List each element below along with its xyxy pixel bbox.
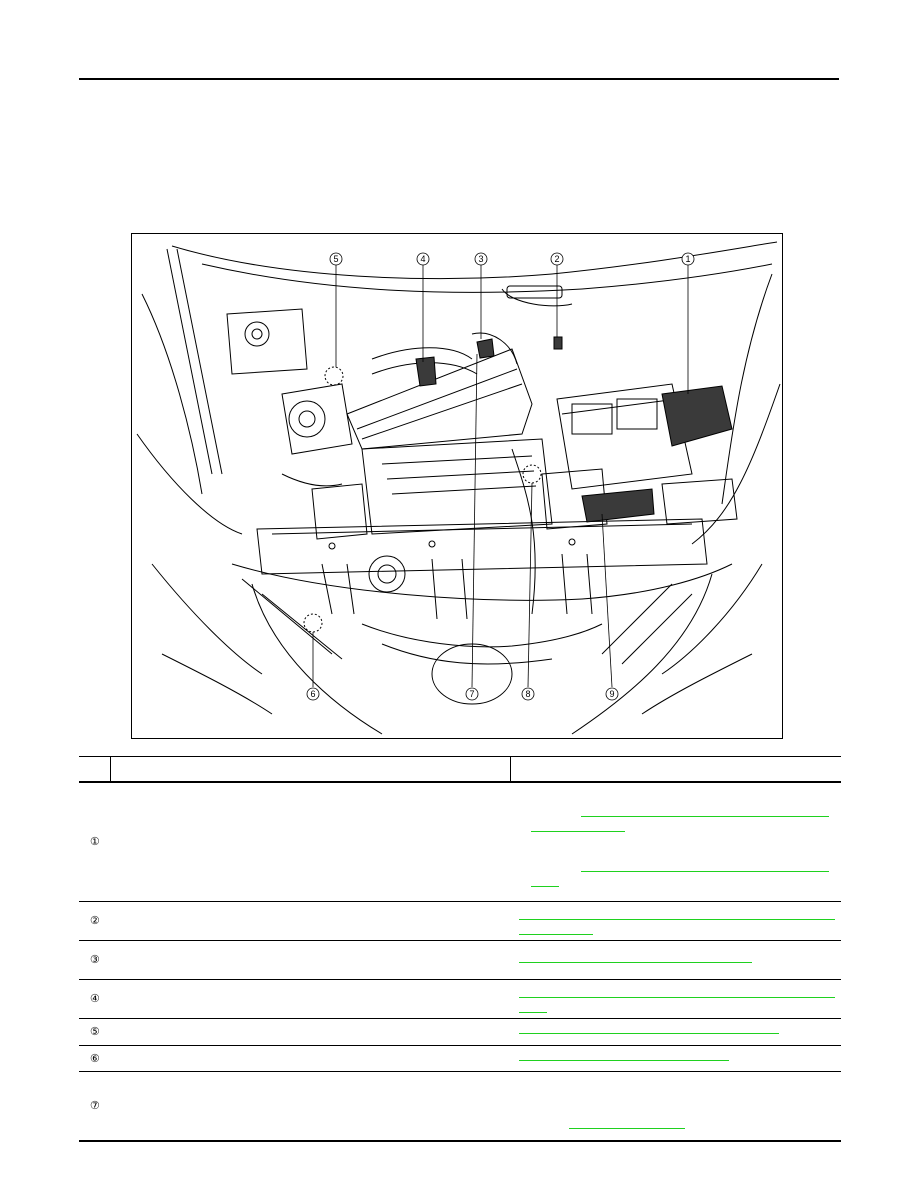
reference-link[interactable] xyxy=(518,918,835,920)
reference-link[interactable] xyxy=(518,933,593,935)
highlight-part-4 xyxy=(415,356,437,387)
callout-6: 6 xyxy=(310,689,315,699)
header-no xyxy=(79,756,111,783)
row-number: ⑦ xyxy=(79,1071,111,1142)
reference-link[interactable] xyxy=(530,830,625,832)
reference-cell xyxy=(510,979,841,1019)
row-number: ④ xyxy=(79,979,111,1019)
callout-9: 9 xyxy=(609,689,614,699)
reference-link[interactable] xyxy=(568,1127,685,1129)
engine-compartment-figure: 5 4 3 2 1 6 7 8 9 xyxy=(131,233,783,739)
reference-cell xyxy=(510,1045,841,1072)
header-component xyxy=(110,756,511,783)
component-cell xyxy=(110,782,511,902)
component-cell xyxy=(110,940,511,980)
component-cell xyxy=(110,1018,511,1046)
row-number: ① xyxy=(79,782,111,902)
header-rule xyxy=(79,78,839,80)
reference-cell xyxy=(510,782,841,902)
reference-cell xyxy=(510,1018,841,1046)
table-row: ③ xyxy=(79,940,841,980)
reference-link[interactable] xyxy=(518,1032,779,1034)
table-row: ② xyxy=(79,901,841,941)
component-cell xyxy=(110,1071,511,1142)
callout-5: 5 xyxy=(333,254,338,264)
component-cell xyxy=(110,979,511,1019)
table-row: ⑥ xyxy=(79,1045,841,1072)
row-number: ③ xyxy=(79,940,111,980)
reference-link[interactable] xyxy=(580,815,829,817)
reference-cell xyxy=(510,940,841,980)
reference-link[interactable] xyxy=(518,1011,547,1013)
reference-cell xyxy=(510,901,841,941)
table-row: ① xyxy=(79,782,841,902)
highlight-part-3 xyxy=(476,338,495,359)
callout-4: 4 xyxy=(420,254,425,264)
callout-1: 1 xyxy=(685,254,690,264)
reference-link[interactable] xyxy=(518,961,752,963)
reference-link[interactable] xyxy=(518,1059,729,1061)
table-row: ④ xyxy=(79,979,841,1019)
table-row: ⑤ xyxy=(79,1018,841,1046)
header-reference xyxy=(510,756,841,783)
row-number: ② xyxy=(79,901,111,941)
row-number: ⑤ xyxy=(79,1018,111,1046)
callout-8: 8 xyxy=(525,689,530,699)
component-cell xyxy=(110,1045,511,1072)
component-cell xyxy=(110,901,511,941)
reference-link[interactable] xyxy=(580,870,829,872)
callout-7: 7 xyxy=(469,689,474,699)
table-row: ⑦ xyxy=(79,1071,841,1142)
row-number: ⑥ xyxy=(79,1045,111,1072)
reference-link[interactable] xyxy=(518,996,835,998)
reference-cell xyxy=(510,1071,841,1142)
highlight-part-9 xyxy=(581,488,655,523)
callout-3: 3 xyxy=(478,254,483,264)
engine-compartment-illustration: 5 4 3 2 1 6 7 8 9 xyxy=(136,241,781,735)
highlight-part-2 xyxy=(553,336,563,350)
callout-2: 2 xyxy=(554,254,559,264)
reference-link[interactable] xyxy=(530,885,559,887)
component-location-table: ① ② ③ ④ xyxy=(79,756,841,1142)
table-header-row xyxy=(79,756,841,783)
highlight-part-1 xyxy=(661,385,733,447)
